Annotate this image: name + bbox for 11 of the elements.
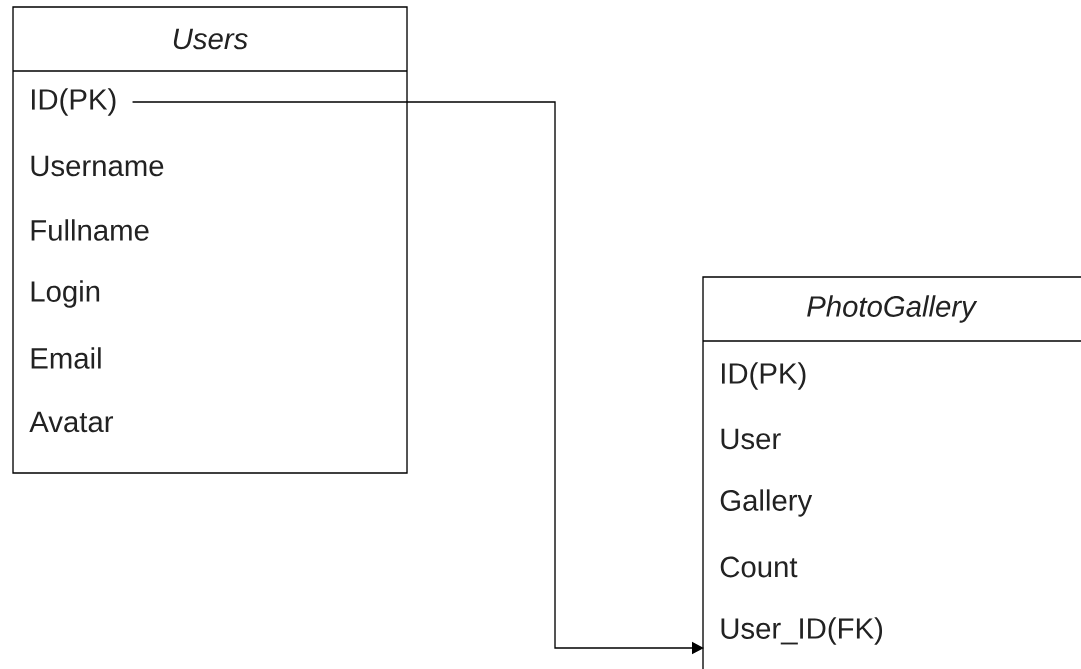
table-row: Fullname: [31, 219, 149, 241]
table-row: ID(PK): [721, 362, 806, 390]
table-row: Email: [31, 347, 101, 369]
table-row: Username: [31, 155, 164, 177]
table-row: Gallery: [720, 489, 813, 517]
table-row: Login: [31, 280, 100, 308]
table-row: Count: [720, 556, 798, 578]
table-row: ID(PK): [31, 88, 116, 116]
table-row: User: [721, 428, 781, 450]
table-row: User_ID(FK): [721, 617, 883, 645]
table-row: Avatar: [29, 411, 114, 433]
